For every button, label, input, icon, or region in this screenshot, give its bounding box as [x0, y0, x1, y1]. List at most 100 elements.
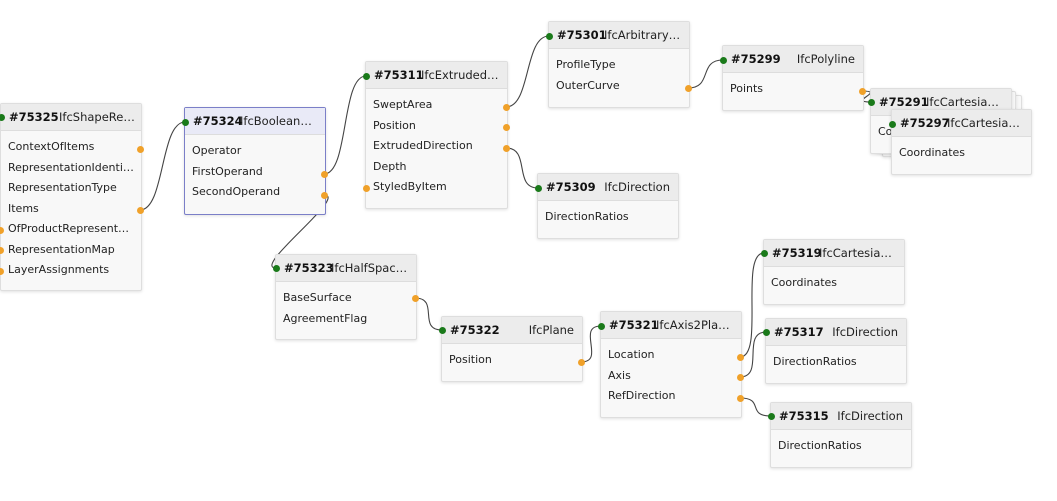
node-type: IfcArbitrary… — [604, 28, 681, 42]
node-header[interactable]: #75319 IfcCartesian… — [764, 240, 904, 267]
node-75309[interactable]: #75309 IfcDirection DirectionRatios — [537, 173, 679, 239]
output-port-7[interactable] — [502, 103, 510, 111]
node-header[interactable]: #75311 IfcExtruded… — [366, 62, 507, 89]
output-port-17[interactable] — [736, 394, 744, 402]
property-points: Points — [730, 82, 764, 95]
link-ref-direction — [739, 397, 772, 417]
input-port-n75297[interactable] — [888, 120, 896, 128]
output-port-8[interactable] — [502, 123, 510, 131]
node-type: IfcPolyline — [796, 52, 855, 66]
property-coordinates: Coordinates — [899, 146, 966, 159]
property-outer-curve: OuterCurve — [556, 78, 620, 92]
input-port-n75321[interactable] — [597, 322, 605, 330]
node-header[interactable]: #75299 IfcPolyline — [723, 46, 863, 73]
link-swept-area — [505, 35, 550, 108]
node-header[interactable]: #75315 IfcDirection — [771, 403, 911, 430]
input-port-n75315[interactable] — [767, 412, 775, 420]
output-port-10[interactable] — [362, 184, 370, 192]
output-port-0[interactable] — [136, 145, 144, 153]
node-header[interactable]: #75309 IfcDirection — [538, 174, 678, 201]
node-header[interactable]: #75322 IfcPlane — [442, 317, 582, 344]
node-id: #75325 — [9, 110, 59, 124]
output-port-1[interactable] — [136, 206, 144, 214]
property-coordinates: Coordinates — [771, 276, 838, 289]
node-id: #75299 — [731, 52, 781, 66]
input-port-n75301[interactable] — [545, 32, 553, 40]
output-port-4[interactable] — [0, 267, 4, 275]
output-port-3[interactable] — [0, 246, 4, 254]
output-port-2[interactable] — [0, 226, 4, 234]
node-header[interactable]: #75324 IfcBooleanC… — [185, 108, 325, 135]
output-port-11[interactable] — [684, 84, 692, 92]
node-id: #75315 — [779, 409, 829, 423]
output-port-12[interactable] — [858, 87, 866, 95]
node-header[interactable]: #75321 IfcAxis2Plac… — [601, 312, 741, 339]
node-id: #75321 — [609, 318, 659, 332]
node-header[interactable]: #75323 IfcHalfSpac… — [276, 255, 416, 282]
node-type: IfcPlane — [528, 323, 574, 337]
node-75311[interactable]: #75311 IfcExtruded… SweptArea Position E… — [365, 61, 508, 209]
property-position: Position — [449, 353, 492, 366]
property-representation-identifier: RepresentationIdenti… — [8, 160, 134, 174]
node-75297[interactable]: #75297 IfcCartesian… Coordinates — [891, 109, 1032, 175]
output-port-16[interactable] — [736, 373, 744, 381]
node-header[interactable]: #75317 IfcDirection — [766, 319, 906, 346]
property-location: Location — [608, 348, 655, 361]
node-75301[interactable]: #75301 IfcArbitrary… ProfileType OuterCu… — [548, 21, 690, 108]
node-75299[interactable]: #75299 IfcPolyline Points — [722, 45, 864, 111]
node-75317[interactable]: #75317 IfcDirection DirectionRatios — [765, 318, 907, 384]
input-port-n75322[interactable] — [438, 326, 446, 334]
property-direction-ratios: DirectionRatios — [778, 439, 862, 452]
node-75322[interactable]: #75322 IfcPlane Position — [441, 316, 583, 382]
node-75323[interactable]: #75323 IfcHalfSpac… BaseSurface Agreemen… — [275, 254, 417, 340]
property-base-surface: BaseSurface — [283, 291, 352, 304]
input-port-n75324[interactable] — [181, 118, 189, 126]
node-type: IfcCartesian… — [819, 246, 898, 260]
output-port-5[interactable] — [320, 170, 328, 178]
node-header[interactable]: #75301 IfcArbitrary… — [549, 22, 689, 49]
input-port-n75311[interactable] — [362, 72, 370, 80]
property-axis: Axis — [608, 368, 631, 382]
link-first-operand — [323, 75, 367, 175]
output-port-13[interactable] — [411, 294, 419, 302]
output-port-15[interactable] — [736, 353, 744, 361]
link-position — [580, 325, 602, 363]
input-port-n75323[interactable] — [272, 264, 280, 272]
node-type: IfcBooleanC… — [240, 114, 319, 128]
property-profile-type: ProfileType — [556, 58, 616, 71]
input-port-n75319[interactable] — [760, 249, 768, 257]
link-extruded-direction — [505, 147, 539, 189]
node-type: IfcExtruded… — [421, 68, 499, 82]
output-port-9[interactable] — [502, 144, 510, 152]
node-75324[interactable]: #75324 IfcBooleanC… Operator FirstOperan… — [184, 107, 326, 215]
node-75325[interactable]: #75325 IfcShapeRe… ContextOfItems Repres… — [0, 103, 142, 291]
property-agreement-flag: AgreementFlag — [283, 311, 368, 325]
property-ref-direction: RefDirection — [608, 389, 676, 402]
link-location — [739, 252, 765, 358]
property-position: Position — [373, 118, 416, 132]
input-port-n75317[interactable] — [762, 328, 770, 336]
node-id: #75301 — [557, 28, 607, 42]
property-layer-assignments: LayerAssignments — [8, 263, 110, 276]
property-of-product-representation: OfProductRepresent… — [8, 222, 130, 235]
property-extruded-direction: ExtrudedDirection — [373, 139, 473, 152]
link-axis — [739, 331, 767, 378]
node-header[interactable]: #75297 IfcCartesian… — [892, 110, 1031, 137]
input-port-n75325[interactable] — [0, 113, 5, 121]
node-75315[interactable]: #75315 IfcDirection DirectionRatios — [770, 402, 912, 468]
node-id: #75309 — [546, 180, 596, 194]
output-port-14[interactable] — [577, 358, 585, 366]
link-items — [139, 121, 186, 211]
node-75319[interactable]: #75319 IfcCartesian… Coordinates — [763, 239, 905, 305]
input-port-n75291[interactable] — [867, 98, 875, 106]
input-port-n75309[interactable] — [534, 184, 542, 192]
property-operator: Operator — [192, 144, 242, 157]
input-port-n75299[interactable] — [719, 56, 727, 64]
node-header[interactable]: #75325 IfcShapeRe… — [1, 104, 141, 131]
property-second-operand: SecondOperand — [192, 185, 281, 198]
output-port-6[interactable] — [320, 191, 328, 199]
property-styled-by-item: StyledByItem — [373, 180, 447, 193]
node-type: IfcDirection — [832, 325, 898, 339]
node-75321[interactable]: #75321 IfcAxis2Plac… Location Axis RefDi… — [600, 311, 742, 418]
link-outer-curve — [687, 59, 724, 89]
